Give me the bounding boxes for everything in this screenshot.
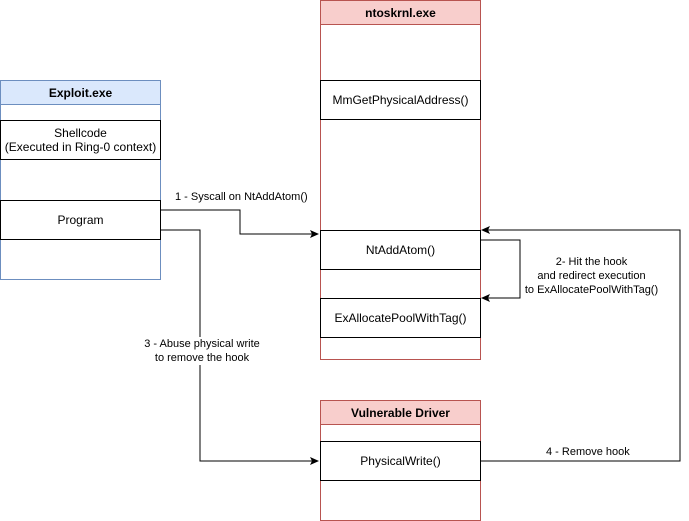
- ntoskrnl-container: ntoskrnl.exe: [320, 0, 481, 360]
- physical-write-block: PhysicalWrite(): [320, 441, 481, 481]
- shellcode-block: Shellcode (Executed in Ring-0 context): [0, 120, 161, 160]
- ntoskrnl-title: ntoskrnl.exe: [321, 1, 480, 25]
- step2-line3: to ExAllocatePoolWithTag(): [524, 284, 659, 296]
- step2-line1: 2- Hit the hook: [555, 256, 628, 268]
- step3-line1: 3 - Abuse physical write: [144, 338, 260, 350]
- exploit-exe-title: Exploit.exe: [1, 81, 160, 105]
- mm-get-physical-address-block: MmGetPhysicalAddress(): [320, 80, 481, 120]
- vulnerable-driver-title: Vulnerable Driver: [321, 401, 480, 425]
- edge-hook-redirect: [480, 239, 521, 302]
- ex-allocate-pool-block: ExAllocatePoolWithTag(): [320, 298, 481, 338]
- step2-line2: and redirect execution: [537, 270, 646, 282]
- nt-add-atom-block: NtAddAtom(): [320, 230, 481, 270]
- shellcode-label: Shellcode: [54, 126, 107, 140]
- shellcode-context-label: (Executed in Ring-0 context): [4, 140, 157, 154]
- exploit-exe-container: Exploit.exe: [0, 80, 161, 280]
- program-block: Program: [0, 200, 161, 240]
- step2-label: 2- Hit the hook and redirect execution t…: [524, 255, 659, 297]
- step3-label: 3 - Abuse physical write to remove the h…: [140, 337, 264, 365]
- edge-remove-hook: [480, 226, 681, 462]
- step3-line2: to remove the hook: [154, 352, 250, 364]
- edge-syscall: [160, 209, 319, 238]
- step4-label: 4 - Remove hook: [546, 446, 630, 458]
- step1-label: 1 - Syscall on NtAddAtom(): [175, 191, 308, 204]
